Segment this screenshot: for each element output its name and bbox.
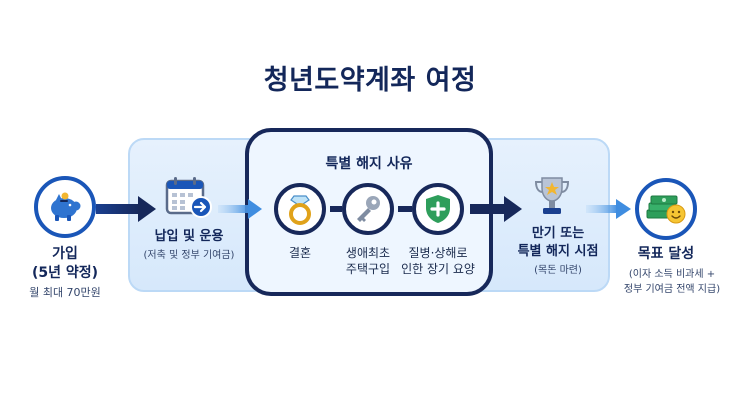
- marriage-circle: [274, 183, 326, 235]
- maturity-title-line1: 만기 또는: [531, 226, 585, 241]
- ring-icon: [285, 193, 315, 225]
- arrow-pay-to-special: [218, 199, 262, 219]
- join-detail: 월 최대 70만원: [29, 286, 101, 299]
- goal-circle: [635, 178, 697, 240]
- piggy-bank-icon: [46, 191, 84, 223]
- connector-2: [398, 206, 412, 212]
- special-termination-title: 특별 해지 사유: [325, 156, 413, 172]
- illness-circle: [412, 183, 464, 235]
- maturity-detail: (목돈 마련): [534, 265, 582, 276]
- maturity-title-line2: 특별 해지 시점: [517, 244, 599, 259]
- special-item-3-line1: 질병·상해로: [408, 246, 468, 260]
- key-icon: [352, 193, 384, 225]
- pay-detail: (저축 및 정부 기여금): [143, 250, 235, 261]
- money-smile-icon: [645, 192, 687, 226]
- connector-1: [330, 206, 342, 212]
- house-key-circle: [342, 183, 394, 235]
- goal-detail-line1: (이자 소득 비과세 +: [628, 269, 716, 280]
- special-item-2-line1: 생애최초: [345, 246, 391, 260]
- join-title-line1: 가입: [52, 246, 78, 262]
- arrow-join-to-pay: [96, 196, 156, 222]
- arrow-maturity-to-goal: [586, 199, 631, 219]
- join-circle: [34, 176, 96, 238]
- calendar-arrow-icon: [164, 176, 214, 220]
- page-title: 청년도약계좌 여정: [263, 65, 477, 96]
- pay-title: 납입 및 운용: [154, 229, 224, 244]
- arrow-special-to-maturity: [470, 196, 522, 222]
- trophy-icon: [532, 174, 572, 220]
- special-item-3-line2: 인한 장기 요양: [401, 262, 475, 276]
- shield-plus-icon: [423, 193, 453, 225]
- join-title-line2: (5년 약정): [31, 265, 99, 281]
- goal-detail-line2: 정부 기여금 전액 지급): [623, 284, 721, 295]
- special-item-2-line2: 주택구입: [345, 262, 391, 276]
- goal-title: 목표 달성: [637, 246, 695, 262]
- special-item-1-line1: 결혼: [288, 246, 312, 260]
